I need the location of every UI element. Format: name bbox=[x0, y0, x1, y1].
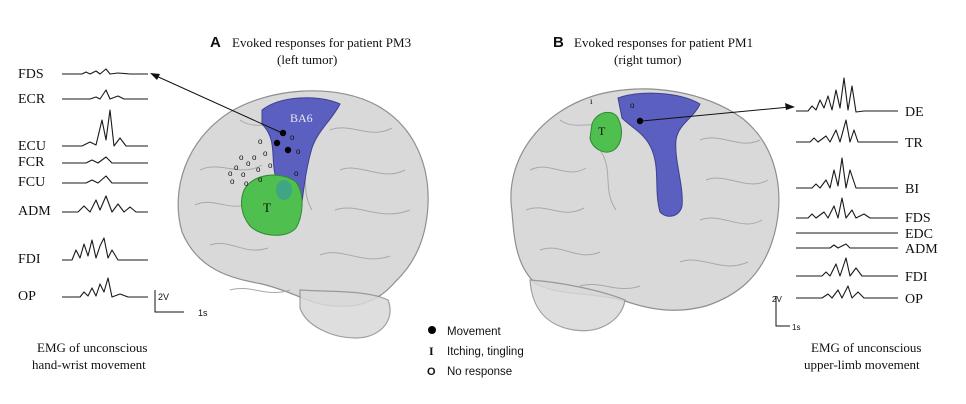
emg-trace-b-adm bbox=[796, 243, 898, 249]
arrow-right bbox=[641, 106, 791, 122]
stim-markers-right: ı o bbox=[590, 96, 644, 125]
svg-text:o: o bbox=[290, 133, 295, 142]
muscle-label-a-4: FCU bbox=[18, 175, 45, 190]
tumor-left bbox=[241, 174, 303, 236]
svg-text:ı: ı bbox=[590, 96, 593, 106]
legend-movement-label: Movement bbox=[447, 326, 501, 338]
caption-a-line1: EMG of unconscious bbox=[37, 340, 148, 355]
emg-trace-b-bi bbox=[796, 157, 898, 189]
panel-b-title: Evoked responses for patient PM1 bbox=[574, 35, 753, 50]
svg-text:o: o bbox=[263, 149, 268, 158]
svg-text:o: o bbox=[268, 161, 273, 170]
muscle-label-a-3: FCR bbox=[18, 155, 45, 170]
brain-left bbox=[177, 90, 429, 339]
emg-trace-a-fcu bbox=[62, 175, 148, 184]
svg-text:o: o bbox=[630, 101, 635, 110]
caption-b-line1: EMG of unconscious bbox=[811, 340, 922, 355]
tumor-right bbox=[589, 111, 622, 153]
caption-a-line2: hand-wrist movement bbox=[32, 357, 146, 372]
emg-trace-a-fdi bbox=[62, 237, 148, 261]
muscle-label-b-7: OP bbox=[905, 292, 923, 307]
arrowhead-left bbox=[150, 73, 160, 80]
emg-trace-a-fds bbox=[62, 68, 148, 75]
svg-text:o: o bbox=[252, 153, 257, 162]
svg-text:o: o bbox=[294, 169, 299, 178]
panel-b-letter: B bbox=[553, 34, 564, 51]
emg-trace-b-tr bbox=[796, 119, 898, 143]
emg-trace-b-op bbox=[796, 285, 898, 299]
tumor-left-label: T bbox=[263, 200, 271, 215]
svg-text:o: o bbox=[228, 169, 233, 178]
legend: Movement I Itching, tingling O No respon… bbox=[427, 326, 524, 378]
muscle-label-b-5: ADM bbox=[905, 242, 938, 257]
svg-text:o: o bbox=[256, 165, 261, 174]
emg-trace-b-fds bbox=[796, 197, 898, 219]
muscle-label-b-6: FDI bbox=[905, 270, 928, 285]
stim-markers-left: o o o o o o o o o o o o o o o o bbox=[228, 129, 301, 188]
muscle-label-b-1: TR bbox=[905, 136, 924, 151]
muscle-label-a-2: ECU bbox=[18, 139, 46, 154]
legend-no-response-label: No response bbox=[447, 366, 512, 378]
emg-trace-a-ecu bbox=[62, 109, 148, 147]
svg-text:o: o bbox=[239, 153, 244, 162]
muscle-label-b-4: EDC bbox=[905, 227, 933, 242]
legend-movement-symbol bbox=[428, 326, 436, 334]
svg-text:o: o bbox=[230, 177, 235, 186]
svg-text:o: o bbox=[244, 179, 249, 188]
emg-panel-b: DE TR BI FDS EDC ADM FDI OP 2V 1s bbox=[772, 77, 938, 332]
arrowhead-right bbox=[785, 103, 795, 110]
svg-text:o: o bbox=[258, 137, 263, 146]
scale-bar-b bbox=[775, 296, 790, 327]
caption-b-line2: upper-limb movement bbox=[804, 357, 920, 372]
emg-trace-a-adm bbox=[62, 195, 148, 213]
emg-trace-b-fdi bbox=[796, 257, 898, 277]
muscle-label-a-6: FDI bbox=[18, 252, 41, 267]
muscle-label-b-0: DE bbox=[905, 105, 924, 120]
svg-text:o: o bbox=[258, 175, 263, 184]
muscle-label-a-1: ECR bbox=[18, 92, 46, 107]
scale-t-a: 1s bbox=[198, 308, 208, 318]
legend-itching-symbol: I bbox=[429, 344, 434, 358]
emg-trace-b-de bbox=[796, 77, 898, 113]
emg-trace-a-op bbox=[62, 277, 148, 298]
tumor-right-label: T bbox=[598, 124, 606, 138]
emg-panel-a: FDS ECR ECU FCR FCU ADM FDI OP 2V 1s bbox=[18, 67, 208, 318]
muscle-label-b-3: FDS bbox=[905, 211, 931, 226]
panel-a-subtitle: (left tumor) bbox=[277, 52, 337, 67]
muscle-label-a-7: OP bbox=[18, 289, 36, 304]
motor-area-right bbox=[617, 92, 701, 217]
panel-a-letter: A bbox=[210, 34, 221, 51]
scale-t-b: 1s bbox=[792, 323, 800, 332]
svg-text:o: o bbox=[246, 159, 251, 168]
brain-right bbox=[510, 88, 780, 332]
panel-b-subtitle: (right tumor) bbox=[614, 52, 682, 67]
arrow-left bbox=[153, 74, 281, 133]
emg-trace-a-ecr bbox=[62, 89, 148, 100]
svg-text:o: o bbox=[241, 170, 246, 179]
muscle-label-a-5: ADM bbox=[18, 204, 51, 219]
scale-v-b: 2V bbox=[772, 295, 782, 304]
svg-text:o: o bbox=[296, 147, 301, 156]
legend-no-response-symbol: O bbox=[427, 366, 436, 378]
panel-a-title: Evoked responses for patient PM3 bbox=[232, 35, 411, 50]
scale-v-a: 2V bbox=[158, 292, 169, 302]
muscle-label-a-0: FDS bbox=[18, 67, 44, 82]
svg-text:o: o bbox=[234, 163, 239, 172]
scale-bar-a bbox=[154, 290, 184, 313]
legend-itching-label: Itching, tingling bbox=[447, 346, 524, 358]
emg-trace-a-fcr bbox=[62, 156, 148, 164]
ba6-label: BA6 bbox=[290, 111, 313, 125]
muscle-label-b-2: BI bbox=[905, 182, 919, 197]
